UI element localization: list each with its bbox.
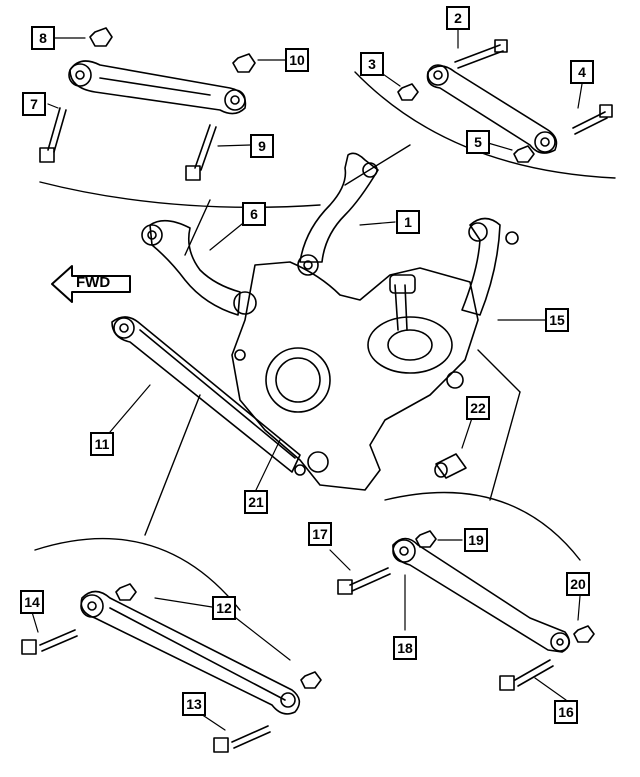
callout-4: 4	[570, 60, 594, 84]
callout-11: 11	[90, 432, 114, 456]
callout-15: 15	[545, 308, 569, 332]
callout-9: 9	[250, 134, 274, 158]
fwd-arrow	[51, 265, 131, 303]
callout-6: 6	[242, 202, 266, 226]
callout-10: 10	[285, 48, 309, 72]
callout-8: 8	[31, 26, 55, 50]
callout-22: 22	[466, 396, 490, 420]
part-15-link	[461, 217, 519, 316]
callout-17: 17	[308, 522, 332, 546]
part-11-link	[111, 316, 301, 473]
knuckle	[231, 261, 479, 491]
callout-12: 12	[212, 596, 236, 620]
callout-18: 18	[393, 636, 417, 660]
callout-3: 3	[360, 52, 384, 76]
part-upper-right-link	[397, 39, 613, 163]
callout-5: 5	[466, 130, 490, 154]
part-6-link	[141, 219, 257, 316]
leader-lines	[31, 27, 583, 731]
part-1-upper-control-arm	[297, 152, 379, 276]
part-lower-right-link	[337, 530, 595, 691]
direction-label: FWD	[76, 274, 111, 291]
callout-2: 2	[446, 6, 470, 30]
callout-7: 7	[22, 92, 46, 116]
part-upper-left-link	[39, 27, 256, 181]
callout-21: 21	[244, 490, 268, 514]
callout-19: 19	[464, 528, 488, 552]
callout-20: 20	[566, 572, 590, 596]
part-22-bushing	[434, 453, 467, 479]
callout-13: 13	[182, 692, 206, 716]
callout-1: 1	[396, 210, 420, 234]
callout-14: 14	[20, 590, 44, 614]
group-arcs	[34, 71, 616, 611]
part-lower-left-link	[21, 583, 322, 753]
callout-16: 16	[554, 700, 578, 724]
